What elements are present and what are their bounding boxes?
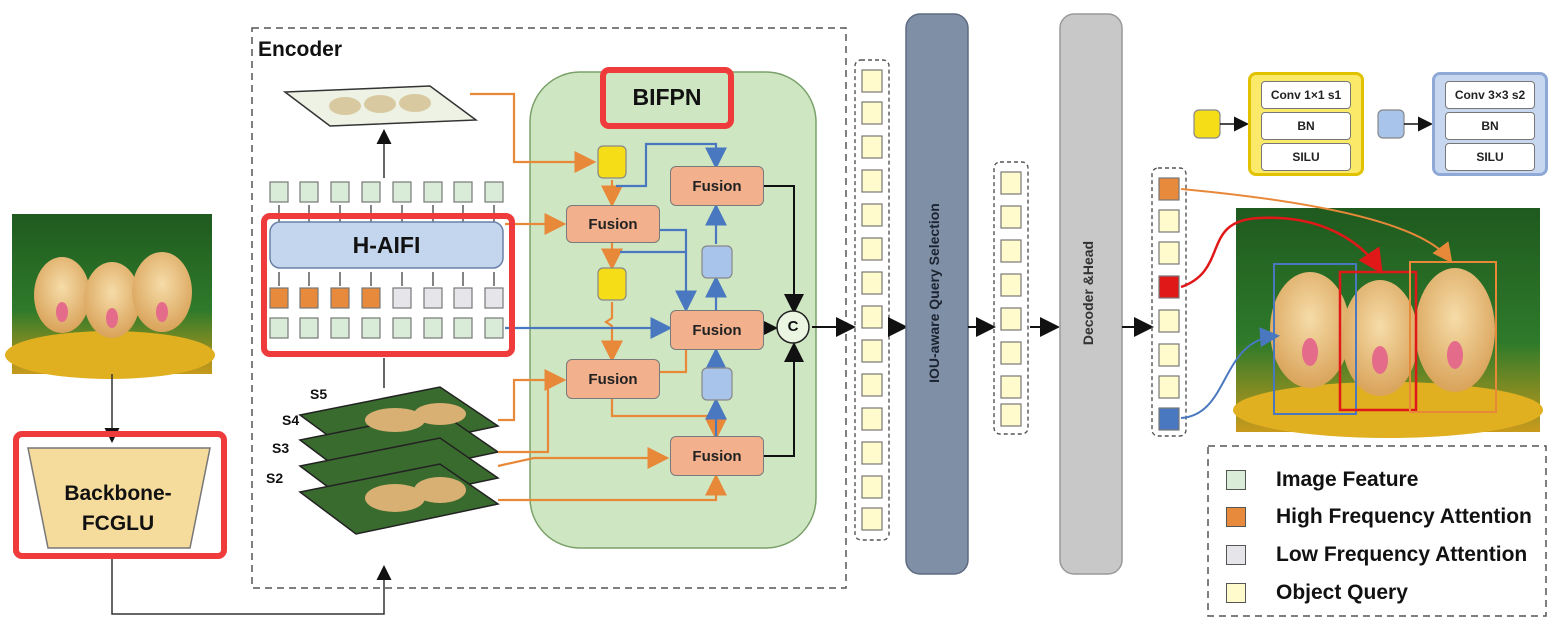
scale-label-s5: S5 [310, 386, 328, 402]
conv3x3-title: Conv 3×3 s2 [1445, 81, 1535, 109]
fusion-node-5: Fusion [670, 436, 764, 476]
scale-label-s4: S4 [282, 412, 300, 428]
encoder-title: Encoder [258, 38, 343, 61]
legend-swatch [1226, 545, 1246, 565]
conv1x1-block: Conv 1×1 s1 BN SILU [1248, 72, 1364, 176]
legend-swatch [1226, 470, 1246, 490]
legend-label: Object Query [1276, 581, 1408, 604]
haifi-bar [269, 221, 504, 269]
highlight-boxes [13, 67, 734, 559]
legend-swatch [1226, 507, 1246, 527]
object-query-column-3 [1158, 177, 1180, 431]
scale-label-s2: S2 [266, 470, 284, 486]
backbone-label-1: Backbone- [64, 482, 172, 505]
object-query-column-1 [861, 69, 883, 531]
backbone-label-2: FCGLU [81, 512, 155, 535]
output-detection-image [1233, 208, 1543, 438]
conv1x1-title: Conv 1×1 s1 [1261, 81, 1351, 109]
conv3x3-act: SILU [1445, 143, 1535, 171]
legend-swatch [1226, 583, 1246, 603]
legend-item-image-feature: Image Feature [1226, 468, 1418, 492]
conv3x3-block: Conv 3×3 s2 BN SILU [1432, 72, 1548, 176]
query-selection-label: IOU-aware Query Selection [926, 203, 942, 383]
legend-box [1207, 445, 1547, 617]
encoded-feature-map [282, 85, 479, 127]
encoder-box [251, 27, 847, 589]
haifi-output-tokens [269, 181, 504, 203]
scale-label-s3: S3 [272, 440, 290, 456]
legend-label: Low Frequency Attention [1276, 543, 1528, 566]
backbone-shape [27, 447, 211, 549]
legend-label: High Frequency Attention [1276, 505, 1532, 528]
legend-item-object-query: Object Query [1226, 581, 1408, 605]
input-image [5, 214, 215, 379]
conv1x1-bn: BN [1261, 112, 1351, 140]
object-query-column-2 [1000, 171, 1022, 427]
fusion-node-3: Fusion [670, 310, 764, 350]
conv3x3-bn: BN [1445, 112, 1535, 140]
multiscale-feature-stack [298, 386, 500, 535]
fusion-node-4: Fusion [566, 359, 660, 399]
bifpn-label: BIFPN [632, 84, 702, 110]
concat-label: C [787, 318, 799, 335]
legend-item-low-frequency: Low Frequency Attention [1226, 543, 1527, 567]
decoder-head-label: Decoder &Head [1080, 240, 1096, 346]
legend-item-high-frequency: High Frequency Attention [1226, 505, 1532, 529]
haifi-label: H-AIFI [352, 232, 421, 258]
conv1x1-act: SILU [1261, 143, 1351, 171]
fusion-node-1: Fusion [566, 205, 660, 243]
legend-label: Image Feature [1276, 468, 1419, 491]
fusion-node-2: Fusion [670, 166, 764, 206]
